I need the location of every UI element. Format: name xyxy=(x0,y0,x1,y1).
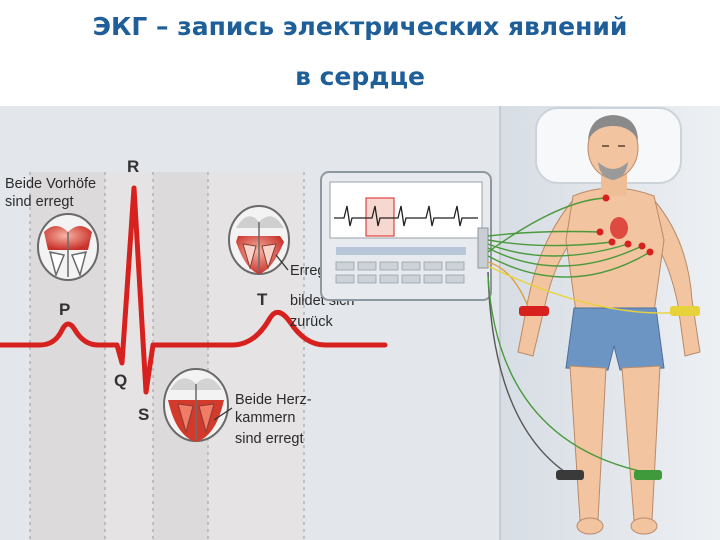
clamp-right-leg xyxy=(556,470,584,480)
clamp-left-arm xyxy=(670,306,700,316)
heart-atria-excited-icon xyxy=(37,213,99,281)
title-line-2: в сердце xyxy=(295,62,425,91)
ecg-trace xyxy=(0,185,388,395)
label-q: Q xyxy=(114,371,127,390)
patient-figure xyxy=(517,115,701,535)
label-r: R xyxy=(127,157,139,176)
heart-repolarizing-icon xyxy=(228,205,290,275)
title-line-1: ЭКГ – запись электрических явлений xyxy=(92,12,628,41)
ecg-monitor xyxy=(320,171,492,301)
monitor-trace xyxy=(334,205,478,227)
note-atria: Beide Vorhöfe sind erregt xyxy=(5,176,100,210)
chest-electrodes xyxy=(596,194,654,256)
page-title: ЭКГ – запись электрических явлений в сер… xyxy=(0,2,720,102)
label-t: T xyxy=(257,290,268,309)
label-p: P xyxy=(59,300,70,319)
clamp-left-leg xyxy=(634,470,662,480)
ecg-lead-wires xyxy=(487,197,685,473)
label-s: S xyxy=(138,405,149,424)
heart-ventricles-excited-icon xyxy=(163,368,229,442)
clamp-right-arm xyxy=(519,306,549,316)
note-ventricles: Beide Herz- kammern sind erregt xyxy=(235,392,316,447)
